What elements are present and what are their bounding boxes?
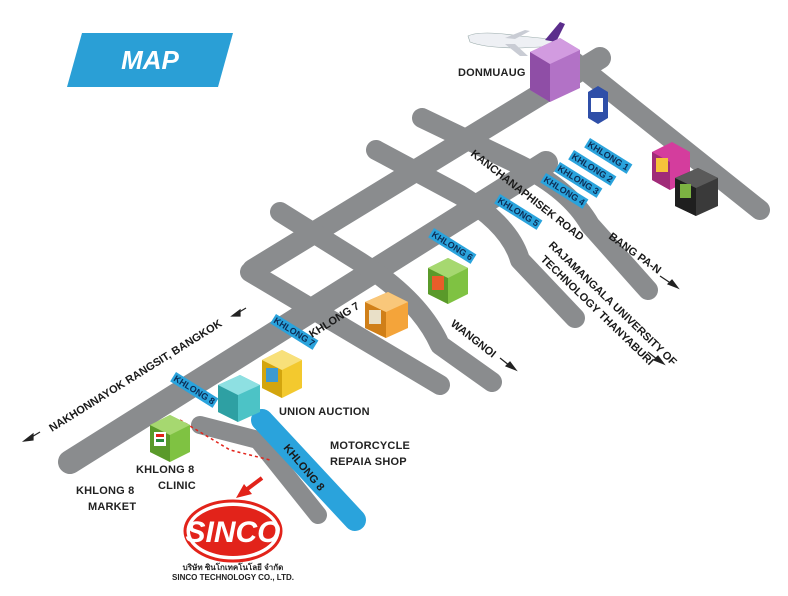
company-name-en: SINCO TECHNOLOGY CO., LTD. <box>172 573 294 582</box>
market-label-1: KHLONG 8 <box>76 485 134 497</box>
kanchanaphisek-road <box>366 140 585 328</box>
motorcycle-label-1: MOTORCYCLE <box>330 440 410 452</box>
sinco-logo: SINCO <box>183 499 283 563</box>
arrow-icon <box>230 307 247 317</box>
arrow-icon <box>499 357 518 372</box>
arrow-icon <box>659 275 680 290</box>
donmuang-label: DONMUAUG <box>458 67 526 79</box>
building-icon <box>150 415 190 462</box>
page-title: MAP <box>121 45 179 75</box>
building-icon <box>365 292 408 338</box>
airplane-icon <box>467 22 565 56</box>
market-label-2: MARKET <box>88 501 136 513</box>
arrow-icon <box>647 351 666 366</box>
company-name-thai: บริษัท ซินโกเทคโนโลยี จำกัด <box>183 562 284 572</box>
building-icon <box>428 258 468 304</box>
khlong-8-canal <box>251 409 366 531</box>
clinic-label-1: KHLONG 8 <box>136 464 194 476</box>
khlong7-road <box>240 262 450 395</box>
local-road <box>191 416 327 524</box>
sinco-logo-text: SINCO <box>185 516 280 549</box>
building-icon <box>530 38 580 102</box>
motorcycle-label-2: REPAIA SHOP <box>330 456 407 468</box>
pointer-arrow-icon <box>236 476 264 498</box>
arrow-icon <box>21 431 41 442</box>
building-icon <box>675 168 718 216</box>
title-banner: MAP <box>67 33 233 87</box>
building-icon <box>218 375 260 422</box>
donmuang-road <box>562 50 770 220</box>
clinic-label-2: CLINIC <box>158 480 196 492</box>
building-icon <box>588 86 608 124</box>
building-icon <box>262 350 302 398</box>
union-auction-label: UNION AUCTION <box>279 406 370 418</box>
route-dotted-line <box>179 419 271 461</box>
wangnoi-road <box>270 202 502 392</box>
